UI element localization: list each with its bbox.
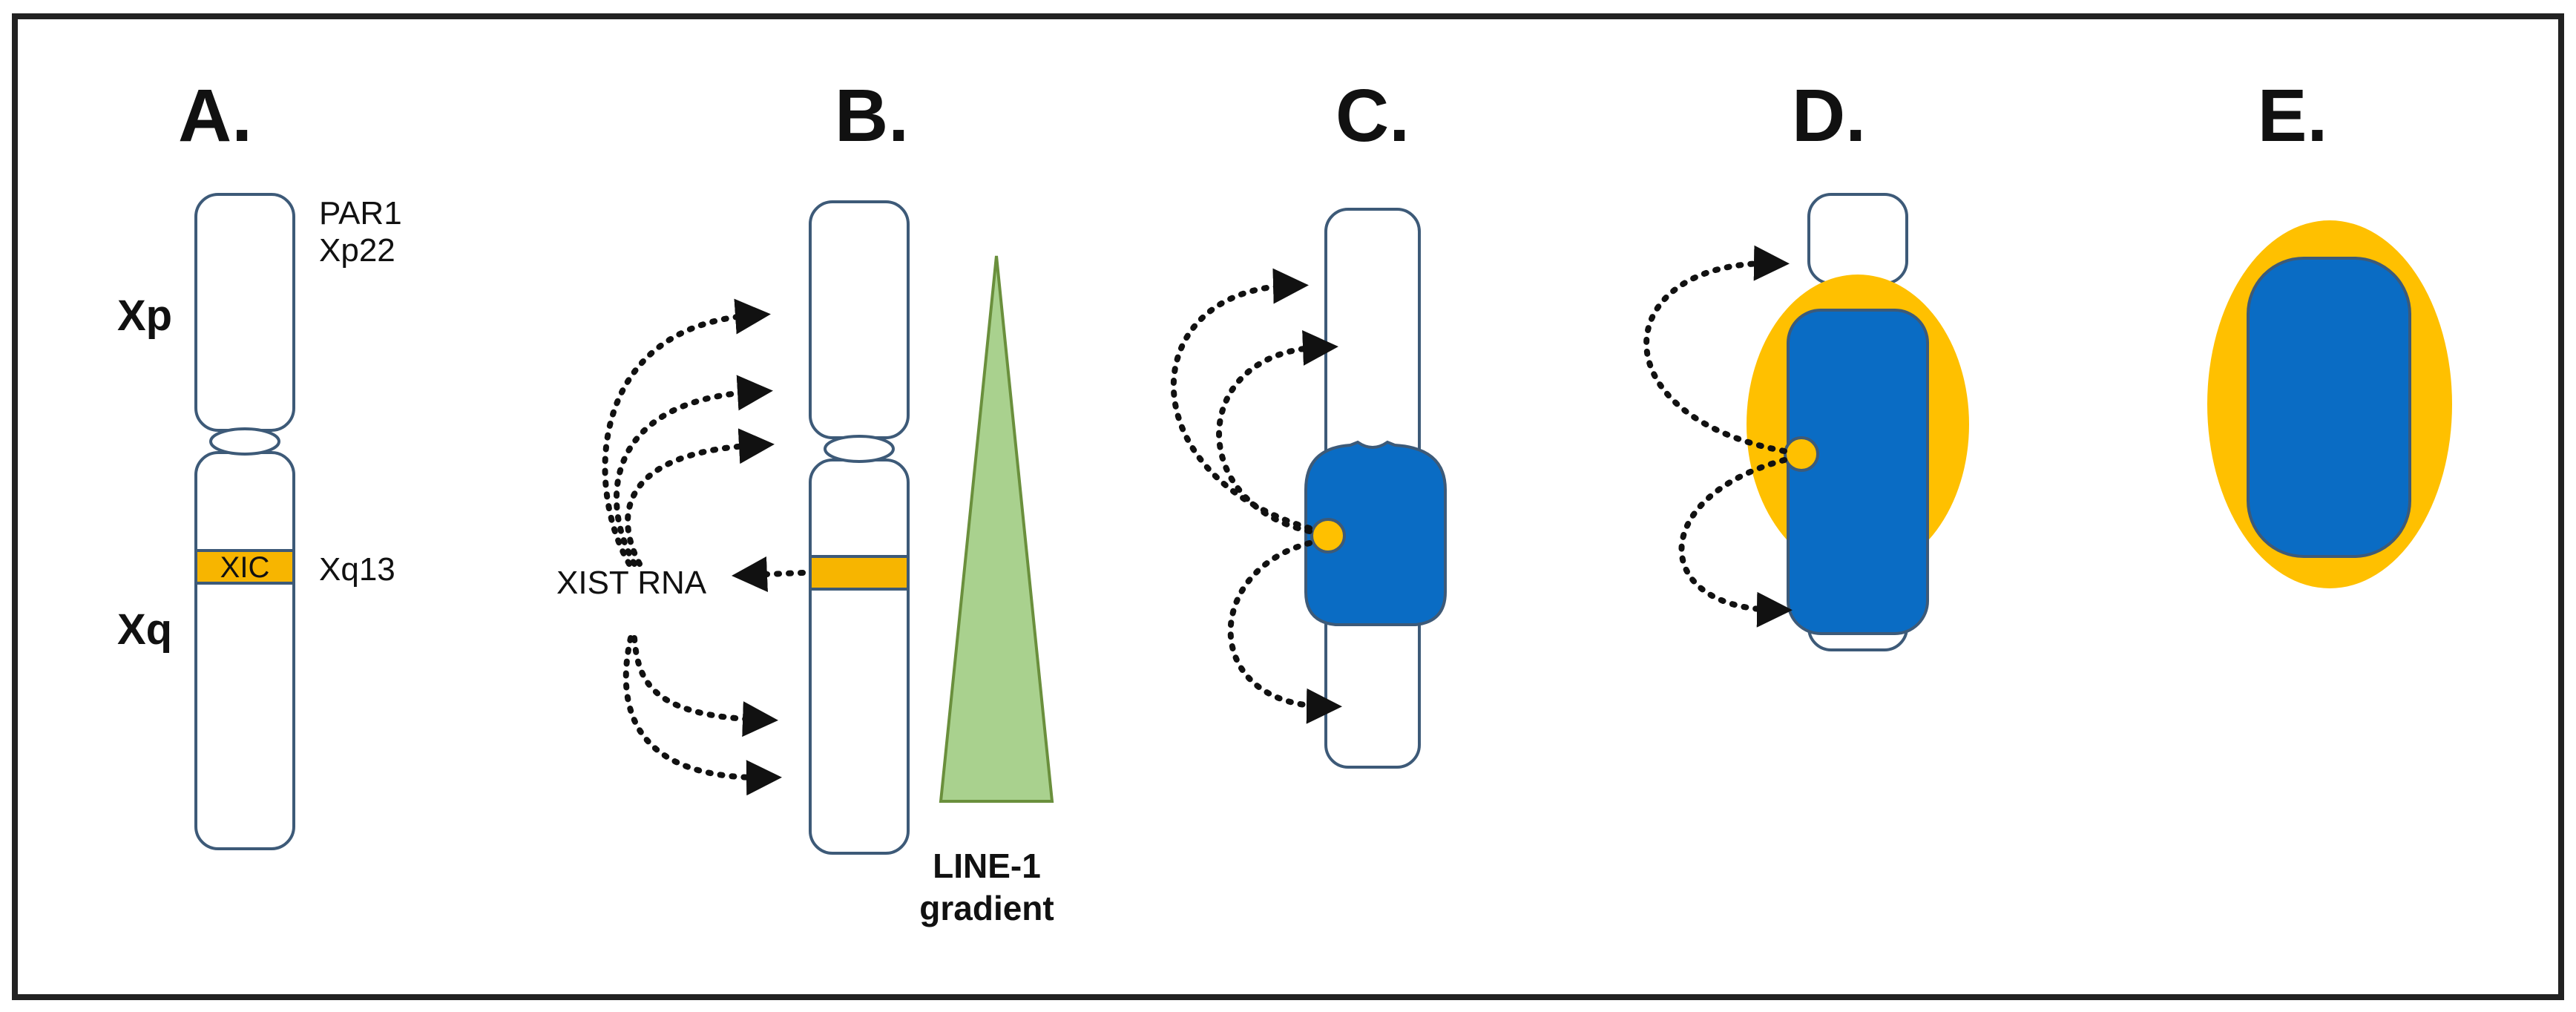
d-arrow-down-1: [1678, 457, 1793, 628]
panel-a-letter: A.: [178, 74, 252, 157]
c-arrow-up-1: [1170, 268, 1312, 531]
xp22-label: Xp22: [319, 232, 395, 269]
chromosome-c-xist-coat: [1304, 440, 1447, 626]
d-arrow-up-1: [1643, 245, 1790, 454]
chromosome-a-centromere: [209, 427, 280, 456]
chromosome-b-centromere: [824, 435, 895, 463]
line1-gradient-label-line1: LINE-1: [933, 847, 1041, 885]
panel-c-letter: C.: [1335, 74, 1410, 157]
spread-arrow-up-1: [602, 298, 771, 567]
chromosome-a: XIC: [194, 193, 295, 850]
panel-d-spread-arrows: [1643, 245, 1793, 628]
chromosome-d: [1747, 193, 1969, 651]
arm-p-label: Xp: [117, 292, 172, 340]
panel-c-spread-arrows: [1170, 268, 1342, 724]
chromosome-d-top-stub: [1807, 193, 1908, 285]
xist-rna-label: XIST RNA: [556, 565, 707, 601]
chromosome-b-q-arm: [809, 459, 910, 855]
spread-arrow-down-2: [622, 635, 782, 796]
xist-locus-dot-d: [1784, 436, 1819, 472]
panel-a: A. XIC Xp Xq PAR1 Xp22 Xq13: [117, 74, 402, 850]
c-arrow-down-1: [1227, 540, 1342, 724]
line1-gradient-label-line2: gradient: [919, 889, 1054, 927]
chromosome-a-p-arm: [194, 193, 295, 432]
chromosome-a-xic-band: [194, 549, 295, 585]
panel-e-letter: E.: [2258, 74, 2327, 157]
chromosome-b-xic-band: [809, 555, 910, 591]
panel-c: C.: [1170, 74, 1447, 769]
chromosome-a-q-arm: [194, 451, 295, 850]
chromosome-c: [1304, 208, 1447, 769]
spread-arrow-down-1: [631, 635, 778, 737]
par1-label: PAR1: [319, 195, 402, 231]
panel-d: D.: [1643, 74, 1969, 651]
spread-arrow-up-2: [614, 375, 773, 567]
panel-b-letter: B.: [835, 74, 909, 157]
panel-b: B. LINE-1 gradient XIST RNA: [556, 74, 1054, 927]
panel-b-spread-arrows: [602, 298, 806, 796]
xist-to-xic-arrow: [732, 556, 806, 592]
chromosome-b: [809, 200, 910, 855]
chromosome-b-p-arm: [809, 200, 910, 439]
figure-frame: [12, 13, 2564, 1000]
xic-label: XIC: [220, 551, 270, 584]
spread-arrow-up-3: [625, 428, 775, 567]
xq13-label: Xq13: [319, 551, 395, 588]
c-arrow-up-2: [1216, 329, 1338, 534]
chromosome-d-xist-coat: [1787, 309, 1929, 635]
barr-body-core: [2247, 257, 2411, 558]
panel-d-letter: D.: [1792, 74, 1866, 157]
line1-gradient-triangle: [939, 255, 1054, 803]
xist-locus-dot-c: [1310, 518, 1346, 553]
arm-q-label: Xq: [117, 605, 172, 654]
panel-e: E.: [2207, 74, 2452, 588]
